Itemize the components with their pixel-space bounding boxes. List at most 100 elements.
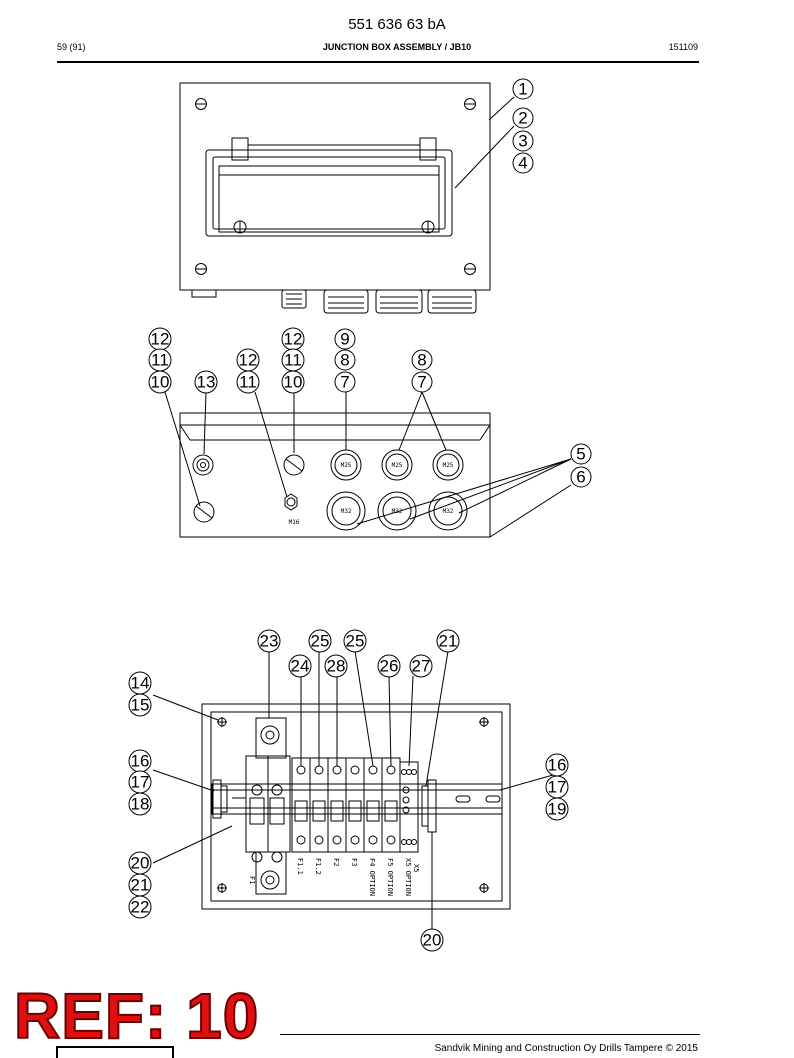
callout: 2 <box>512 107 534 129</box>
callout: 26 <box>377 654 401 678</box>
svg-text:20: 20 <box>131 854 150 873</box>
callout: 12 <box>281 327 305 351</box>
callout: 20 <box>128 851 152 875</box>
callout: 11 <box>148 348 172 372</box>
svg-text:27: 27 <box>412 657 431 676</box>
gland-label-m25-1: M25 <box>341 462 352 469</box>
enclosure-outline <box>201 703 511 910</box>
bottom-plate <box>179 412 491 538</box>
callout: 17 <box>545 775 569 799</box>
window-frame <box>205 149 453 237</box>
svg-text:20: 20 <box>423 931 442 950</box>
label-f5-option: F5 OPTION <box>386 858 394 896</box>
svg-text:25: 25 <box>311 632 330 651</box>
window-glass <box>218 165 440 233</box>
svg-text:23: 23 <box>260 632 279 651</box>
svg-text:13: 13 <box>197 373 216 392</box>
callout: 8 <box>411 349 433 371</box>
gland-label-m32-2: M32 <box>392 508 403 515</box>
svg-text:21: 21 <box>439 632 458 651</box>
callout: 14 <box>128 671 152 695</box>
callout: 12 <box>236 348 260 372</box>
svg-text:14: 14 <box>131 674 150 693</box>
svg-text:10: 10 <box>284 373 303 392</box>
callouts-view3: 23 25 25 21 24 28 26 27 14 15 16 17 18 1… <box>128 629 569 952</box>
callout: 23 <box>257 629 281 653</box>
svg-text:8: 8 <box>417 351 426 370</box>
callout: 19 <box>545 797 569 821</box>
svg-text:28: 28 <box>327 657 346 676</box>
svg-text:12: 12 <box>284 330 303 349</box>
label-x5: X5 <box>412 864 420 872</box>
callout: 17 <box>128 770 152 794</box>
callout: 16 <box>128 749 152 773</box>
view-bottom <box>164 391 572 538</box>
callout: 21 <box>128 873 152 897</box>
svg-text:16: 16 <box>131 752 150 771</box>
svg-text:4: 4 <box>518 154 527 173</box>
document-number: 551 636 63 bA <box>348 16 446 33</box>
svg-text:9: 9 <box>340 330 349 349</box>
callouts-view2: 12 11 10 13 12 11 12 11 10 9 8 7 8 7 5 6 <box>148 327 592 488</box>
svg-text:24: 24 <box>291 657 310 676</box>
svg-text:7: 7 <box>340 373 349 392</box>
callout: 25 <box>308 629 332 653</box>
label-f4-option: F4 OPTION <box>368 858 376 896</box>
box-body <box>179 82 491 291</box>
svg-text:7: 7 <box>417 373 426 392</box>
callout: 1 <box>512 78 534 100</box>
gland-label-m32-1: M32 <box>341 508 352 515</box>
callout: 24 <box>288 654 312 678</box>
header-rule <box>57 61 699 63</box>
callout: 27 <box>409 654 433 678</box>
svg-text:5: 5 <box>576 445 585 464</box>
svg-text:16: 16 <box>548 756 567 775</box>
callout: 10 <box>148 370 172 394</box>
svg-text:10: 10 <box>151 373 170 392</box>
callout: 8 <box>334 349 356 371</box>
view-front <box>179 82 515 314</box>
callout: 25 <box>343 629 367 653</box>
label-x5-option: X5 OPTION <box>404 858 412 896</box>
svg-text:3: 3 <box>518 132 527 151</box>
svg-text:12: 12 <box>151 330 170 349</box>
svg-text:18: 18 <box>131 795 150 814</box>
label-f2: F2 <box>332 858 340 866</box>
callout: 28 <box>324 654 348 678</box>
label-f3: F3 <box>350 858 358 866</box>
main-switch-top <box>255 717 287 759</box>
hinge-left <box>231 137 249 161</box>
gland-label-m25-2: M25 <box>392 462 403 469</box>
callouts-view1: 1 2 3 4 <box>512 78 534 174</box>
callout: 7 <box>334 371 356 393</box>
svg-text:11: 11 <box>239 373 257 392</box>
document-date: 151109 <box>668 42 698 52</box>
callout: 16 <box>545 753 569 777</box>
label-f1: F1 <box>248 876 256 884</box>
section-title: JUNCTION BOX ASSEMBLY / JB10 <box>322 42 472 52</box>
svg-text:19: 19 <box>548 800 567 819</box>
callout: 22 <box>128 895 152 919</box>
callout: 15 <box>128 693 152 717</box>
callout: 11 <box>236 370 260 394</box>
brand-logo-box <box>56 1046 174 1058</box>
gland-label-m32-3: M32 <box>443 508 454 515</box>
ref-stamp: REF: 10 <box>13 980 260 1052</box>
svg-text:1: 1 <box>518 80 527 99</box>
corner-screws <box>195 98 476 275</box>
svg-text:25: 25 <box>346 632 365 651</box>
callout: 10 <box>281 370 305 394</box>
gland-label-m25-3: M25 <box>443 462 454 469</box>
footer-copyright: Sandvik Mining and Construction Oy Drill… <box>434 1043 698 1054</box>
callout: 6 <box>570 466 592 488</box>
svg-text:11: 11 <box>151 351 169 370</box>
callout: 18 <box>128 792 152 816</box>
gland-label-m16: M16 <box>289 519 300 526</box>
svg-text:11: 11 <box>284 351 302 370</box>
svg-text:12: 12 <box>239 351 258 370</box>
callout: 7 <box>411 371 433 393</box>
label-f1-1: F1.1 <box>296 858 304 875</box>
callout: 11 <box>281 348 305 372</box>
callout: 5 <box>570 443 592 465</box>
